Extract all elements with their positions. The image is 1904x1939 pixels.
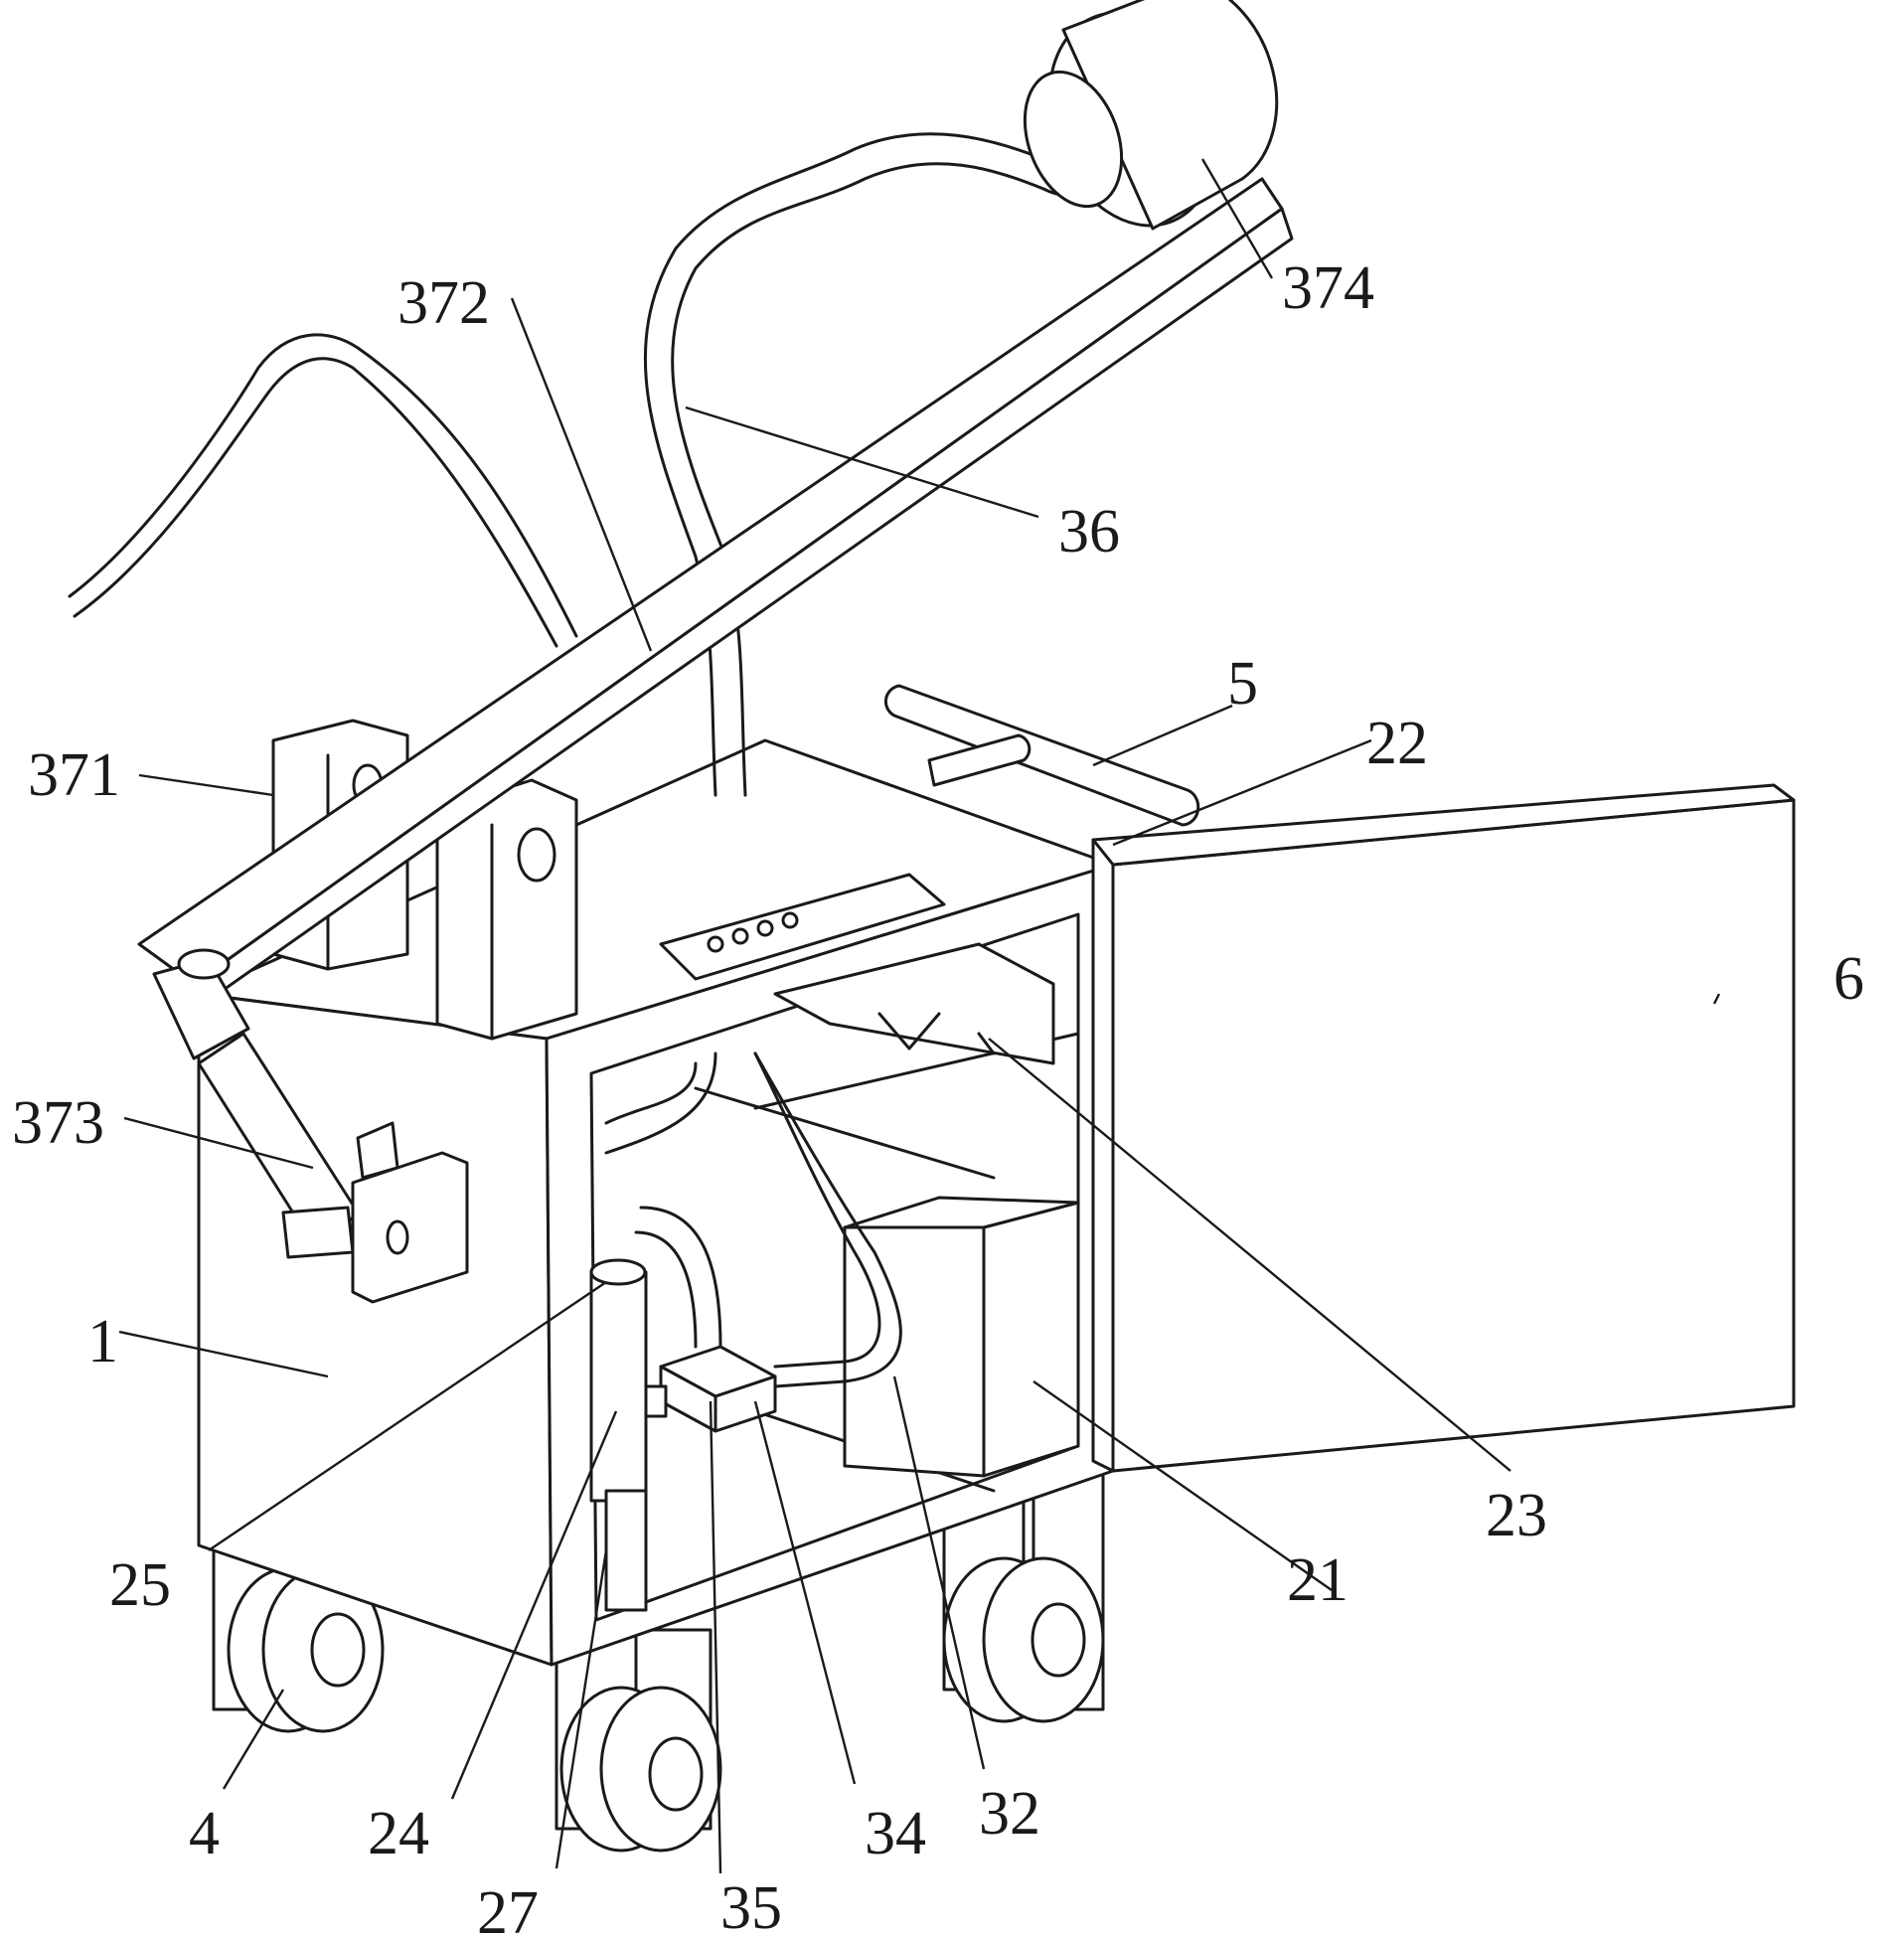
control-panel-22	[659, 873, 946, 981]
pipes	[604, 1051, 902, 1388]
component-23-panel	[773, 942, 1055, 1065]
wheel-front	[555, 1628, 722, 1853]
label-27: 27	[477, 1879, 539, 1939]
component-24-cylinder	[589, 1258, 648, 1612]
leader-lines	[118, 158, 1721, 1874]
label-371: 371	[28, 741, 120, 809]
label-1: 1	[87, 1308, 118, 1375]
label-25: 25	[109, 1551, 171, 1619]
component-21-box	[843, 1196, 1080, 1478]
hose-left	[68, 333, 578, 648]
label-374: 374	[1282, 254, 1374, 322]
label-373: 373	[12, 1089, 104, 1157]
label-35: 35	[720, 1874, 782, 1939]
label-34: 34	[865, 1800, 926, 1867]
label-6: 6	[1833, 945, 1864, 1013]
bracket-center	[435, 778, 578, 1041]
label-4: 4	[189, 1800, 220, 1867]
bracket-plate	[351, 1151, 469, 1304]
door-panel	[1091, 783, 1796, 1473]
label-372: 372	[397, 269, 490, 337]
reference-numerals: 1 4 5 6 21 22 23 24 25 27 32 34 35 36 37…	[12, 254, 1864, 1939]
label-32: 32	[979, 1780, 1040, 1848]
label-21: 21	[1287, 1546, 1349, 1614]
component-34-valve	[644, 1345, 777, 1433]
rear-handle	[883, 684, 1200, 827]
label-22: 22	[1366, 710, 1428, 777]
label-5: 5	[1227, 650, 1258, 718]
motor-374	[1023, 0, 1279, 231]
label-23: 23	[1486, 1482, 1547, 1549]
label-24: 24	[368, 1800, 429, 1867]
label-36: 36	[1058, 498, 1120, 566]
